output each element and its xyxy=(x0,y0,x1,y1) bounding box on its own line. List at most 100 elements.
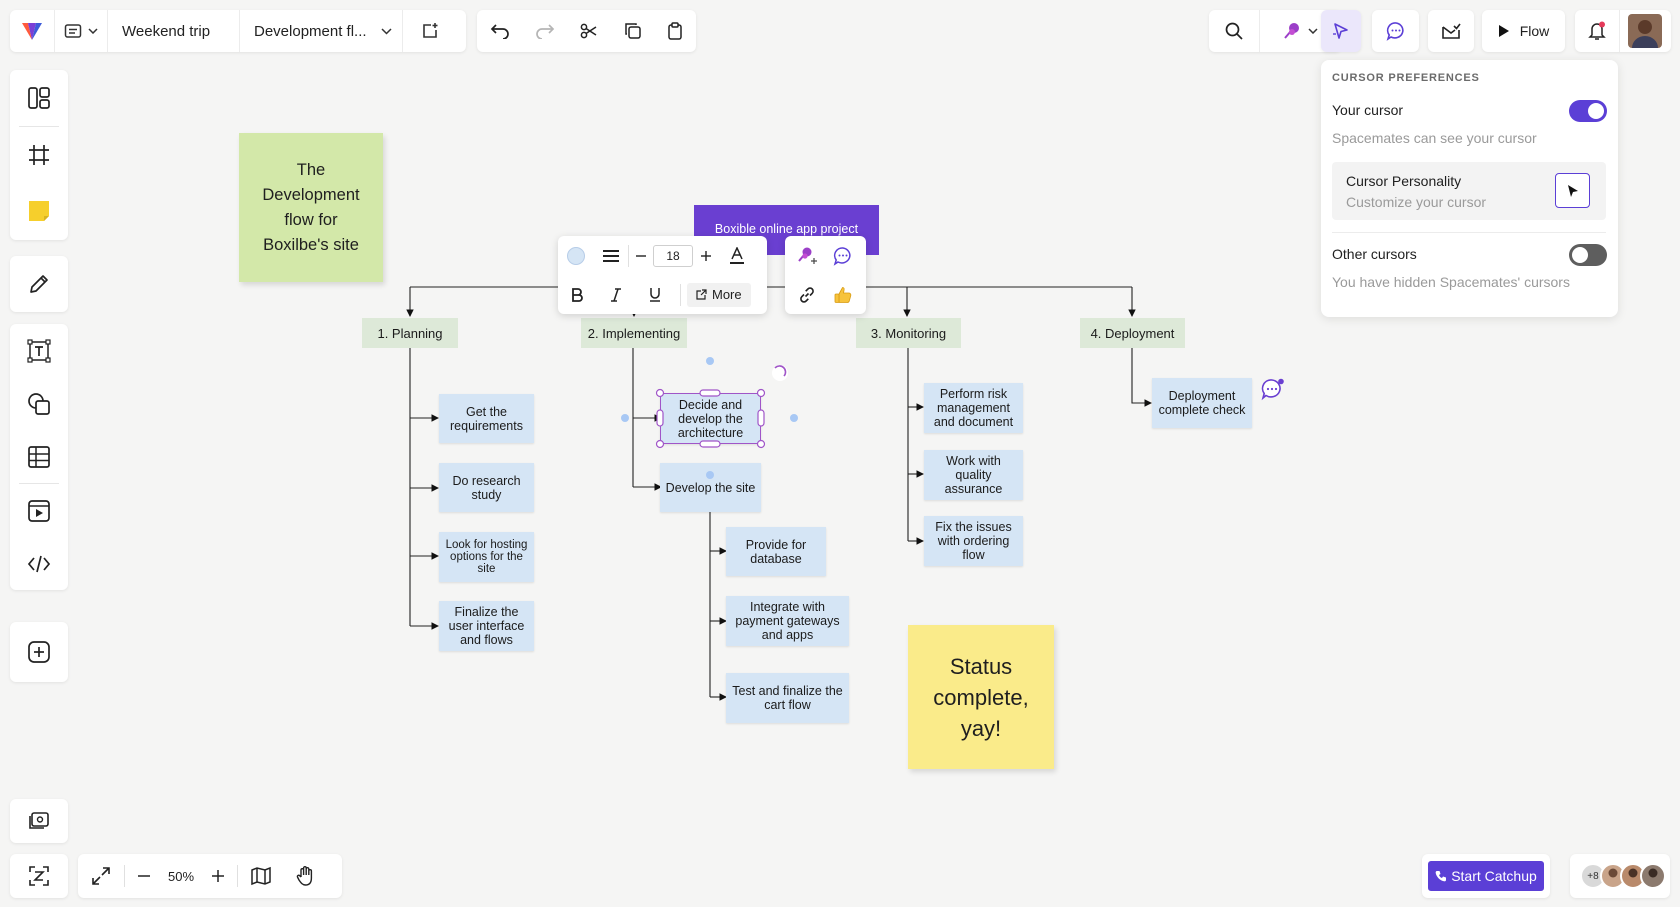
fill-color-button[interactable] xyxy=(558,236,594,275)
fullscreen-button[interactable] xyxy=(78,854,124,898)
font-size-decrease-button[interactable] xyxy=(629,236,653,275)
pushpin-icon xyxy=(1284,23,1299,39)
start-catchup-button[interactable]: Start Catchup xyxy=(1428,861,1544,891)
top-left-toolbar: Weekend trip Development fl... xyxy=(10,10,466,52)
layouts-button[interactable] xyxy=(10,70,68,126)
divider xyxy=(1619,10,1620,52)
participant-avatar-icon xyxy=(1600,863,1626,889)
chevron-down-icon xyxy=(1308,28,1318,34)
underline-button[interactable] xyxy=(636,275,674,314)
redo-button[interactable] xyxy=(535,23,555,39)
shapes-icon xyxy=(28,392,50,415)
bold-button[interactable] xyxy=(558,275,596,314)
divider xyxy=(1259,10,1260,52)
project-name[interactable]: Weekend trip xyxy=(122,22,211,40)
selection-handles[interactable] xyxy=(620,352,800,462)
link-icon xyxy=(800,287,814,303)
participants-group[interactable]: +8 xyxy=(1570,854,1670,898)
search-button[interactable] xyxy=(1209,10,1259,52)
redo-icon xyxy=(536,24,555,39)
paste-button[interactable] xyxy=(667,22,683,40)
new-board-button[interactable] xyxy=(403,10,457,52)
text-color-button[interactable] xyxy=(719,236,755,275)
frame-button[interactable] xyxy=(10,127,68,183)
add-pin-button[interactable] xyxy=(789,240,825,272)
file-menu-button[interactable] xyxy=(55,10,107,52)
more-options-button[interactable]: More xyxy=(687,282,751,307)
phase-implementing[interactable]: 2. Implementing xyxy=(581,318,687,348)
zoom-in-button[interactable] xyxy=(199,854,237,898)
presentation-button[interactable] xyxy=(10,799,68,843)
task-node[interactable]: Get the requirements xyxy=(439,394,534,443)
paste-icon xyxy=(668,22,682,40)
phase-monitoring[interactable]: 3. Monitoring xyxy=(856,318,961,348)
sticky-note-title[interactable]: The Development flow for Boxilbe's site xyxy=(239,133,383,282)
copy-button[interactable] xyxy=(624,22,642,40)
flow-label: Flow xyxy=(1519,23,1550,39)
minimap-button[interactable] xyxy=(238,854,284,898)
pin-menu-button[interactable] xyxy=(1260,10,1340,52)
task-node[interactable]: Perform risk management and document xyxy=(924,383,1023,433)
task-node[interactable]: Finalize the user interface and flows xyxy=(439,601,534,651)
font-size-input[interactable]: 18 xyxy=(653,244,693,267)
embed-code-button[interactable] xyxy=(10,537,68,590)
cut-button[interactable] xyxy=(580,22,598,40)
task-node[interactable]: Deployment complete check xyxy=(1152,378,1252,428)
table-button[interactable] xyxy=(10,430,68,483)
divider xyxy=(107,10,108,52)
board-selector[interactable]: Development fl... xyxy=(240,10,402,52)
italic-button[interactable] xyxy=(596,275,636,314)
shapes-button[interactable] xyxy=(10,377,68,430)
divider xyxy=(628,244,629,267)
add-comment-button[interactable] xyxy=(825,240,861,272)
user-avatar[interactable] xyxy=(1620,10,1670,52)
task-node[interactable]: Integrate with payment gateways and apps xyxy=(726,596,849,646)
add-link-button[interactable] xyxy=(789,279,825,311)
pushpin-add-icon xyxy=(798,247,817,264)
pen-button[interactable] xyxy=(10,256,68,312)
comment-marker[interactable] xyxy=(1260,377,1286,403)
phase-planning[interactable]: 1. Planning xyxy=(362,318,458,348)
messages-button[interactable] xyxy=(1428,10,1474,52)
task-node[interactable]: Fix the issues with ordering flow xyxy=(924,516,1023,566)
sticky-note-status[interactable]: Status complete, yay! xyxy=(908,625,1054,769)
your-cursor-toggle[interactable] xyxy=(1569,100,1607,122)
undo-button[interactable] xyxy=(490,23,510,39)
zen-mode-button[interactable] xyxy=(10,854,68,898)
cursor-preferences-button[interactable] xyxy=(1321,10,1361,52)
app-logo-icon[interactable] xyxy=(10,10,54,52)
your-cursor-label: Your cursor xyxy=(1332,102,1404,118)
font-size-increase-button[interactable] xyxy=(693,236,719,275)
more-label: More xyxy=(712,287,742,302)
phase-deployment[interactable]: 4. Deployment xyxy=(1080,318,1185,348)
expand-icon xyxy=(92,867,110,885)
plus-icon xyxy=(701,250,711,261)
flow-button[interactable]: Flow xyxy=(1482,10,1565,52)
toggle-knob xyxy=(1572,247,1588,263)
add-panel xyxy=(10,622,68,682)
cursor-personality-card[interactable]: Cursor Personality Customize your cursor xyxy=(1332,162,1606,220)
task-node[interactable]: Test and finalize the cart flow xyxy=(726,673,849,723)
connection-dot[interactable] xyxy=(706,471,714,479)
comments-button[interactable] xyxy=(1372,10,1419,52)
divider xyxy=(1332,232,1606,233)
zoom-level[interactable]: 50% xyxy=(167,868,195,884)
notifications-button[interactable] xyxy=(1575,10,1619,52)
text-button[interactable] xyxy=(10,324,68,377)
task-node[interactable]: Work with quality assurance xyxy=(924,450,1023,500)
align-button[interactable] xyxy=(594,236,628,275)
task-node[interactable]: Look for hosting options for the site xyxy=(439,532,534,582)
sticky-note-button[interactable] xyxy=(10,183,68,239)
pan-tool-button[interactable] xyxy=(284,854,328,898)
other-cursors-toggle[interactable] xyxy=(1569,244,1607,266)
media-button[interactable] xyxy=(10,484,68,537)
task-node[interactable]: Do research study xyxy=(439,463,534,512)
add-button[interactable] xyxy=(10,622,68,682)
search-and-pin-group xyxy=(1209,10,1341,52)
zoom-out-button[interactable] xyxy=(125,854,163,898)
task-node[interactable]: Provide for database xyxy=(726,527,826,576)
reaction-button[interactable] xyxy=(825,279,861,311)
cursor-personality-button[interactable] xyxy=(1555,173,1590,208)
sticky-note-icon xyxy=(29,201,49,221)
board-name: Development fl... xyxy=(254,22,367,40)
